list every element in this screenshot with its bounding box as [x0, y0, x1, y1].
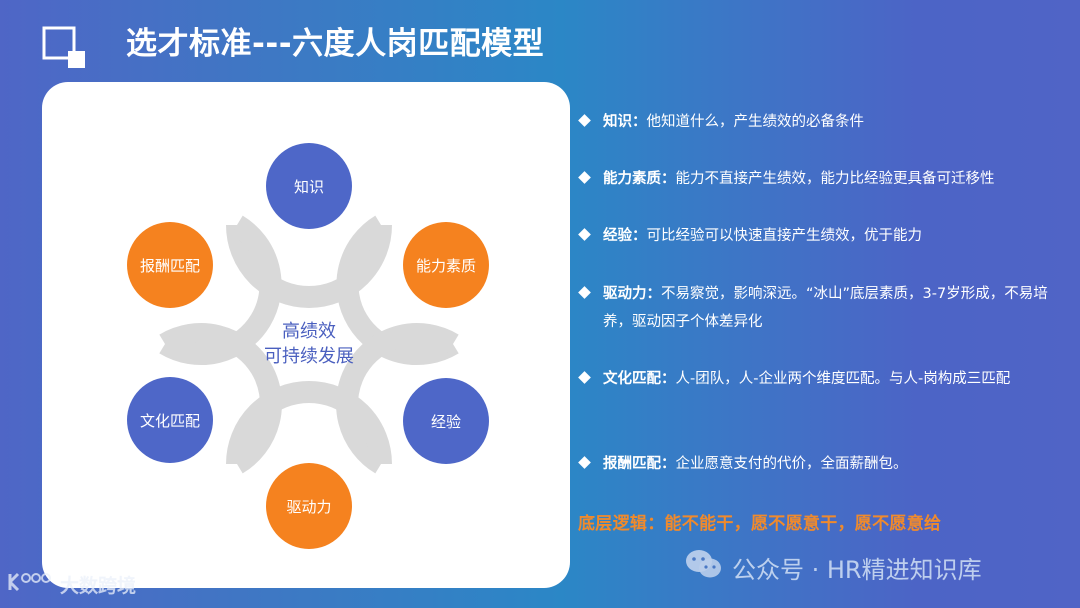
center-label: 高绩效 可持续发展	[209, 319, 409, 369]
item-sep: ：	[646, 286, 662, 302]
brand-text: 大数跨境	[60, 575, 137, 597]
node-experience: 经验	[403, 378, 489, 464]
node-label: 知识	[293, 177, 324, 196]
brand-watermark: 大数跨境	[6, 570, 136, 599]
diagram-card: 知识 能力素质 经验 驱动力 文化匹配 报酬匹配 高绩效 可持续发展	[42, 82, 570, 588]
diamond-bullet-icon	[578, 286, 591, 299]
node-compensation-fit: 报酬匹配	[127, 222, 213, 308]
diamond-bullet-icon	[578, 171, 591, 184]
ring-connector	[159, 215, 459, 474]
node-label: 经验	[430, 412, 461, 431]
item-sep: ：	[661, 371, 676, 387]
list-item: 经验：可比经验可以快速直接产生绩效，优于能力	[578, 222, 1058, 250]
diamond-bullet-icon	[578, 114, 591, 127]
node-culture-fit: 文化匹配	[127, 377, 213, 463]
item-text: 能力不直接产生绩效，能力比经验更具备可迁移性	[675, 171, 995, 187]
nested-squares-icon	[42, 26, 86, 68]
item-text: 人-团队，人-企业两个维度匹配。与人-岗构成三匹配	[675, 371, 1011, 387]
item-sep: ：	[661, 171, 676, 187]
item-sep: ：	[632, 114, 647, 130]
list-item: 知识：他知道什么，产生绩效的必备条件	[578, 108, 1058, 136]
item-text: 可比经验可以快速直接产生绩效，优于能力	[646, 228, 923, 244]
diamond-bullet-icon	[578, 456, 591, 469]
diamond-bullet-icon	[578, 228, 591, 241]
node-label: 文化匹配	[139, 411, 200, 430]
diamond-bullet-icon	[578, 371, 591, 384]
list-item: 文化匹配：人-团队，人-企业两个维度匹配。与人-岗构成三匹配	[578, 365, 1038, 393]
item-key: 知识	[603, 114, 632, 130]
item-sep: ：	[661, 456, 676, 472]
list-item: 能力素质：能力不直接产生绩效，能力比经验更具备可迁移性	[578, 165, 1058, 193]
item-sep: ：	[632, 228, 647, 244]
k100-logo-icon	[6, 570, 54, 599]
center-label-line2: 可持续发展	[264, 346, 354, 367]
page-title: 选才标准---六度人岗匹配模型	[126, 26, 545, 62]
item-key: 报酬匹配	[603, 456, 661, 472]
node-label: 报酬匹配	[139, 256, 200, 275]
center-label-line1: 高绩效	[282, 321, 336, 342]
item-text: 他知道什么，产生绩效的必备条件	[646, 114, 865, 130]
underlying-logic: 底层逻辑：能不能干，愿不愿意干，愿不愿意给	[578, 514, 942, 534]
list-item: 驱动力：不易察觉，影响深远。“冰山”底层素质，3-7岁形成，不易培养，驱动因子个…	[578, 280, 1048, 336]
item-key: 能力素质	[603, 171, 661, 187]
item-key: 文化匹配	[603, 371, 661, 387]
item-key: 经验	[603, 228, 632, 244]
node-motivation: 驱动力	[266, 463, 352, 549]
node-competency: 能力素质	[403, 222, 489, 308]
node-label: 驱动力	[286, 497, 332, 516]
list-item: 报酬匹配：企业愿意支付的代价，全面薪酬包。	[578, 450, 1058, 478]
wechat-icon	[684, 548, 724, 586]
wechat-text: 公众号 · HR精进知识库	[732, 555, 982, 584]
item-text: 企业愿意支付的代价，全面薪酬包。	[675, 456, 908, 472]
item-text: 不易察觉，影响深远。“冰山”底层素质，3-7岁形成，不易培养，驱动因子个体差异化	[603, 286, 1048, 330]
node-label: 能力素质	[415, 256, 476, 275]
node-knowledge: 知识	[266, 143, 352, 229]
wechat-watermark: 公众号 · HR精进知识库	[684, 548, 982, 586]
item-key: 驱动力	[603, 286, 647, 302]
